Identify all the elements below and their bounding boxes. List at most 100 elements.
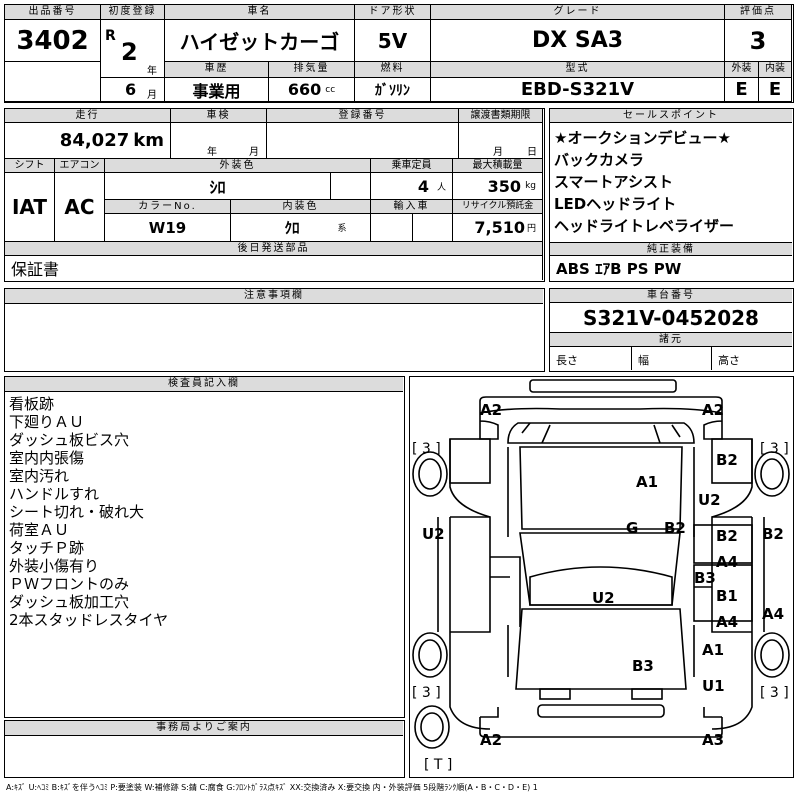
door-value: 5V [355,20,431,62]
inspector-box: 検査員記入欄 看板跡 下廻りＡＵ ダッシュ板ビス穴 室内内張傷 室内汚れ ハンド… [4,376,405,718]
first-reg-year-unit: 年 [147,66,157,77]
car-name-value: ハイゼットカーゴ [165,20,355,62]
chassis-box: 車台番号 S321V-0452028 諸元 長さ 幅 高さ [549,288,794,372]
recycle-label: リサイクル預託金 [453,200,543,214]
int-color-value: ｸﾛ [284,219,300,237]
ext-color-extra [331,173,371,200]
spec-length: 長さ [550,347,632,370]
spec-width-label: 幅 [638,354,649,367]
import-cell [371,214,413,242]
recycle-cell: 7,510 円 [453,214,543,242]
tire-rr-label: [ 3 ] [760,685,789,701]
damage-mark: B3 [632,657,654,675]
damage-mark: A4 [716,553,739,571]
spare-tire-label: [ T ] [424,757,453,773]
displacement-unit: cc [325,84,336,95]
mileage-label: 走行 [5,109,171,123]
lot-label: 出品番号 [5,5,101,20]
damage-mark: A1 [636,473,659,491]
office-label: 事務局よりご案内 [5,721,403,736]
damage-mark: B2 [664,519,686,537]
first-reg-label: 初度登録 [101,5,165,20]
later-parts-value: 保証書 [5,256,543,280]
inspection-cell: 年 月 [171,123,267,159]
car-name-label: 車名 [165,5,355,20]
mileage-unit: km [133,130,164,151]
cautions-label: 注意事項欄 [5,289,543,304]
sales-points-label: セールスポイント [550,109,792,123]
damage-mark: B2 [716,451,738,469]
recycle-value: 7,510 [474,218,525,237]
color-no-label: カラーNo. [105,200,231,214]
import-label: 輸入車 [371,200,453,214]
interior-label: 内装 [759,62,792,78]
note-item: 荷室ＡＵ [9,521,70,539]
score-label: 評価点 [725,5,792,20]
reg-no-cell [267,123,459,159]
int-color-unit: 系 [337,224,347,234]
note-item: シート切れ・破れ大 [9,503,145,521]
note-item: ハンドルすれ [9,485,100,503]
damage-mark: U2 [592,589,615,607]
sales-point-item: ★オークションデビュー★ [554,129,731,147]
spec-height: 高さ [712,347,792,370]
mileage-cell: 84,027 km [5,123,171,159]
capacity-value: 4 [417,176,429,196]
note-item: 2本スタッドレスタイヤ [9,611,169,629]
spec-height-label: 高さ [718,354,740,367]
transfer-cell: 月 日 [459,123,543,159]
damage-mark: A1 [702,641,725,659]
inspection-label: 車検 [171,109,267,123]
vehicle-info-table: 走行 84,027 km 車検 年 月 登録番号 譲渡書類期限 月 日 シフト … [4,108,545,282]
ac-value: AC [55,173,105,242]
note-item: 室内汚れ [9,467,70,485]
recycle-unit: 円 [526,224,536,234]
sales-points-list: ★オークションデビュー★ バックカメラ スマートアシスト LEDヘッドライト ヘ… [554,127,734,237]
ext-color-value: ｼﾛ [105,173,331,200]
specs-label: 諸元 [550,333,792,347]
inspection-year-unit: 年 [207,147,217,158]
grade-value: DX SA3 [431,20,725,62]
spec-width: 幅 [632,347,712,370]
capacity-cell: 4 人 [371,173,453,200]
damage-mark: A2 [702,401,725,419]
equipment-label: 純正装備 [550,242,792,256]
interior-value: E [759,78,792,102]
mileage-value: 84,027 [59,130,130,151]
history-value: 事業用 [165,78,269,102]
fuel-value: ｶﾞｿﾘﾝ [355,78,431,102]
int-color-cell: ｸﾛ 系 [231,214,371,242]
first-reg-year: R 2 年 [101,20,165,78]
max-load-unit: kg [525,181,536,191]
max-load-cell: 350 kg [453,173,543,200]
reg-no-label: 登録番号 [267,109,459,123]
note-item: ダッシュ板ビス穴 [9,431,130,449]
note-item: ダッシュ板加工穴 [9,593,130,611]
damage-mark: B2 [762,525,784,543]
note-item: 外装小傷有り [9,557,100,575]
lot-blank [5,62,101,102]
displacement-value: 660 [287,80,322,99]
damage-mark: A4 [716,613,739,631]
capacity-label: 乗車定員 [371,159,453,173]
chassis-label: 車台番号 [550,289,792,303]
car-diagram-box: [ 3 ] [ 3 ] [ 3 ] [ 3 ] [ T ] A2 A2 A1 B… [409,376,794,778]
ext-color-label: 外装色 [105,159,371,173]
score-value: 3 [725,20,792,62]
exterior-label: 外装 [725,62,759,78]
car-diagram [412,379,790,749]
tire-fr-label: [ 3 ] [760,441,789,457]
transfer-day-unit: 日 [527,147,537,158]
inspection-month-unit: 月 [249,147,259,158]
fuel-label: 燃料 [355,62,431,78]
sales-points-box: セールスポイント ★オークションデビュー★ バックカメラ スマートアシスト LE… [549,108,794,282]
lot-number: 3402 [5,20,101,62]
transfer-month-unit: 月 [493,147,503,158]
damage-mark: A2 [480,731,503,749]
max-load-value: 350 [487,176,522,196]
exterior-value: E [725,78,759,102]
capacity-unit: 人 [436,182,446,193]
ac-label: エアコン [55,159,105,173]
sales-point-item: LEDヘッドライト [554,195,677,213]
color-no-value: W19 [105,214,231,242]
